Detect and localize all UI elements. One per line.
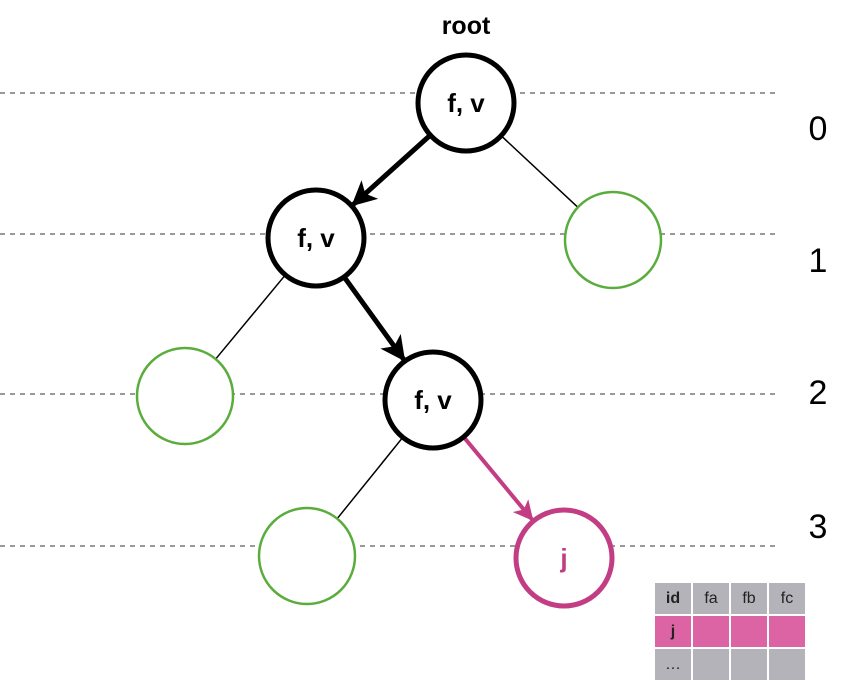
edge-n1-n4 bbox=[342, 275, 406, 362]
table-header-cell: fa bbox=[691, 581, 731, 616]
table-row: … bbox=[653, 647, 807, 682]
node-circle bbox=[382, 349, 484, 451]
node-label: f, v bbox=[414, 385, 452, 415]
edge-n4-n5 bbox=[336, 436, 404, 520]
edge-n0-n1 bbox=[351, 133, 432, 207]
root-label: root bbox=[442, 12, 491, 40]
node-label: j bbox=[559, 543, 567, 573]
level-label-2: 2 bbox=[809, 374, 828, 412]
table-cell bbox=[767, 647, 807, 682]
tree-node-n4: f, v bbox=[382, 349, 484, 451]
table-cell bbox=[729, 647, 769, 682]
node-circle bbox=[563, 190, 663, 290]
table-cell bbox=[691, 647, 731, 682]
table-cell bbox=[691, 614, 731, 649]
table-cell: … bbox=[653, 647, 693, 682]
level-label-1: 1 bbox=[809, 242, 828, 280]
level-labels: 0 1 2 3 bbox=[809, 110, 828, 546]
edge-n0-n2 bbox=[500, 135, 579, 208]
table-row: j bbox=[653, 614, 807, 649]
edge-n1-n3 bbox=[215, 274, 286, 360]
edge-n4-n6 bbox=[462, 435, 534, 522]
node-label: f, v bbox=[447, 88, 485, 118]
tree-node-n1: f, v bbox=[265, 187, 367, 289]
node-circle bbox=[257, 506, 357, 606]
tree-nodes: f, v f, v f, v j bbox=[135, 52, 663, 609]
tree-node-n3 bbox=[135, 346, 235, 446]
node-circle bbox=[513, 507, 615, 609]
table-header-cell: fb bbox=[729, 581, 769, 616]
level-lines bbox=[0, 92, 780, 547]
table-cell: j bbox=[653, 614, 693, 649]
tree-node-n6: j bbox=[513, 507, 615, 609]
node-circle bbox=[415, 52, 517, 154]
tree-node-n5 bbox=[257, 506, 357, 606]
tree-node-n2 bbox=[563, 190, 663, 290]
tree-edges bbox=[215, 133, 579, 522]
table-cell bbox=[729, 614, 769, 649]
table-header-cell: id bbox=[653, 581, 693, 616]
node-circle bbox=[265, 187, 367, 289]
tree-node-n0: f, v bbox=[415, 52, 517, 154]
node-label: f, v bbox=[297, 223, 335, 253]
node-circle bbox=[135, 346, 235, 446]
table-header-cell: fc bbox=[767, 581, 807, 616]
level-label-3: 3 bbox=[809, 508, 828, 546]
level-label-0: 0 bbox=[809, 110, 828, 148]
table-cell bbox=[767, 614, 807, 649]
